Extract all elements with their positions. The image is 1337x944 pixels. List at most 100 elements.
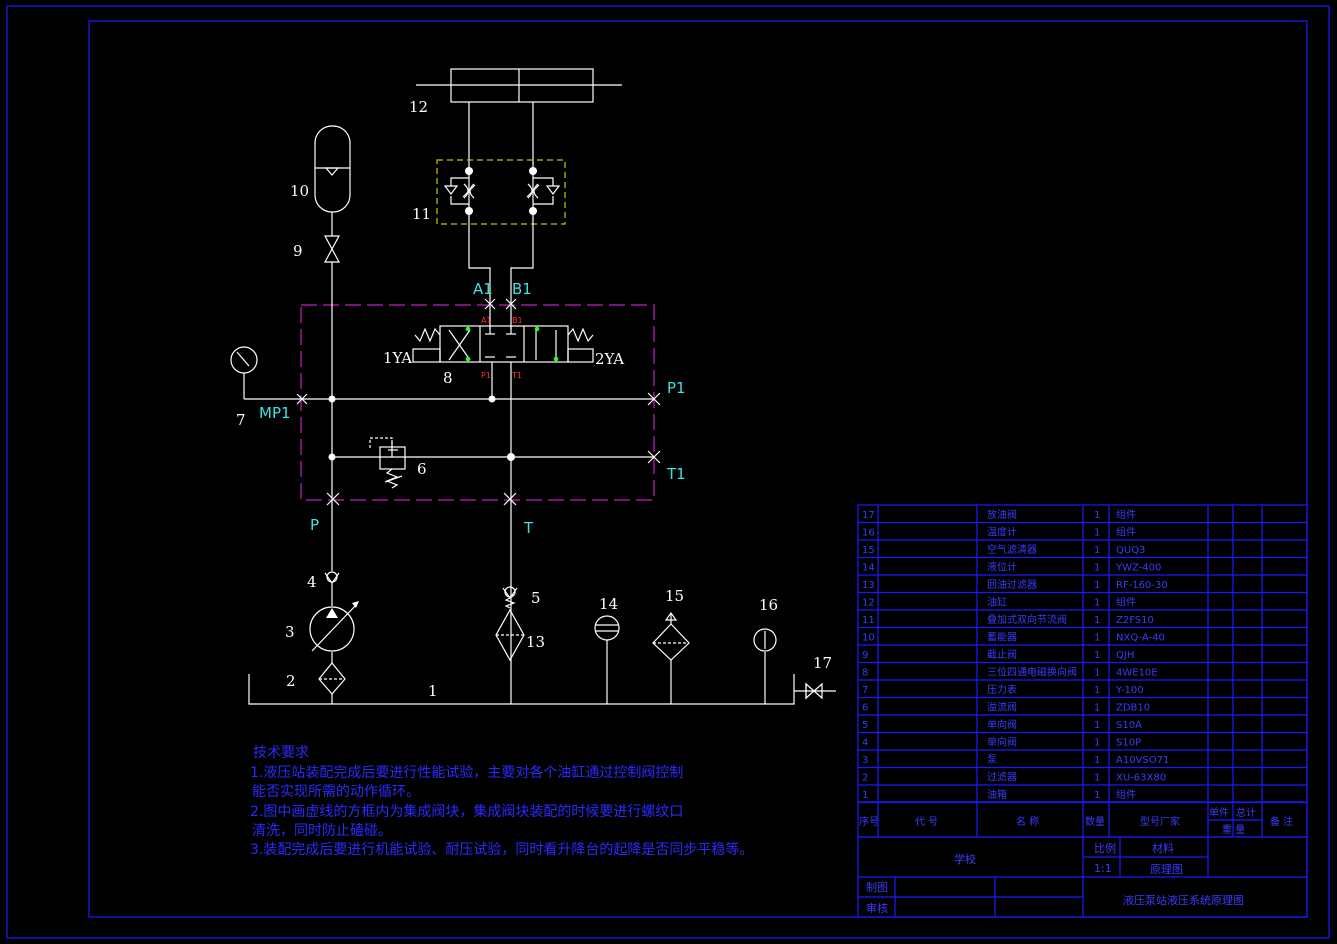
label-8: 8 — [443, 369, 453, 387]
technical-notes: 技术要求 1.液压站装配完成后要进行性能试验，主要对各个油缸通过控制阀控制 能否… — [250, 745, 753, 858]
label-12: 12 — [409, 98, 428, 116]
relief-valve-6 — [369, 437, 406, 489]
return-filter-13 — [495, 608, 525, 662]
bom-row-qty: 1 — [1094, 790, 1100, 801]
bom-row-no: 1 — [862, 790, 868, 801]
bom-row-no: 8 — [862, 668, 868, 679]
bom-row-spec: Z2FS10 — [1116, 615, 1154, 626]
bom-header-no: 序号 — [859, 815, 879, 828]
port-t: T — [523, 519, 534, 537]
bom-row-no: 7 — [862, 685, 868, 696]
label-5: 5 — [531, 589, 541, 607]
label-7: 7 — [236, 411, 246, 429]
port-b1: B1 — [512, 280, 532, 298]
inner-frame — [88, 20, 1308, 918]
bom-row-no: 17 — [862, 510, 875, 521]
bom-row-qty: 1 — [1094, 720, 1100, 731]
solenoid-2ya: 2YA — [595, 350, 624, 368]
directional-valve-8 — [412, 325, 594, 363]
label-15: 15 — [665, 587, 684, 605]
bom-row-name: 放油阀 — [987, 508, 1017, 521]
label-16: 16 — [759, 596, 778, 614]
bom-row-spec: 4WE10E — [1116, 668, 1158, 679]
bom-row-spec: QJH — [1116, 650, 1134, 661]
drawn-by-label: 制图 — [866, 881, 888, 894]
school-name: 学校 — [954, 852, 976, 866]
bom-row-name: 泵 — [987, 754, 997, 766]
notes-line-4: 清洗，同时防止磕碰。 — [252, 823, 392, 839]
bom-row-qty: 1 — [1094, 598, 1100, 609]
pressure-gauge-7 — [230, 346, 258, 374]
label-4: 4 — [307, 573, 317, 591]
valve-port-p1: P1 — [481, 371, 491, 380]
title-block: 学校 比例 材料 1:1 原理图 制图 审核 液压泵站液压系统原理图 — [857, 836, 1308, 918]
bom-row-no: 6 — [862, 703, 868, 714]
bom-row-spec: ZDB10 — [1116, 703, 1150, 714]
bom-header: 序号 代 号 名 称 数量 型号厂家 单件 总计 重 量 备 注 — [859, 806, 1293, 836]
bom-row-name: 液位计 — [987, 561, 1017, 574]
label-13: 13 — [526, 633, 545, 651]
valve-port-b1: B1 — [512, 316, 523, 325]
bom-row-name: 压力表 — [987, 683, 1017, 696]
bom-row-no: 13 — [862, 580, 875, 591]
bom-header-maker: 型号厂家 — [1140, 815, 1180, 828]
bom-header-name: 名 称 — [1016, 815, 1039, 828]
level-gauge-14 — [594, 615, 620, 641]
drawing-type: 原理图 — [1150, 863, 1183, 876]
hydraulic-cylinder-12 — [416, 68, 622, 170]
port-p1: P1 — [667, 379, 686, 397]
bom-header-remark: 备 注 — [1270, 815, 1293, 828]
bom-row-qty: 1 — [1094, 668, 1100, 679]
bom-row-qty: 1 — [1094, 650, 1100, 661]
bom-row-qty: 1 — [1094, 580, 1100, 591]
bom-row-no: 10 — [862, 633, 875, 644]
outer-frame — [6, 5, 1330, 939]
bom-row-spec: S10P — [1116, 738, 1141, 749]
check-valve-4 — [324, 571, 340, 585]
bom-header-unit: 单件 — [1209, 807, 1229, 819]
port-mp1: MP1 — [259, 404, 291, 422]
drawing-title: 液压泵站液压系统原理图 — [1123, 893, 1244, 907]
bom-row-no: 12 — [862, 598, 875, 609]
bom-row-name: 回油过滤器 — [987, 578, 1037, 591]
valve-port-a1: A1 — [481, 316, 492, 325]
valve-port-t1: T1 — [511, 371, 522, 380]
label-14: 14 — [599, 595, 618, 613]
manifold-block-boundary — [300, 304, 655, 501]
bom-row-qty: 1 — [1094, 755, 1100, 766]
bom-row-no: 9 — [862, 650, 868, 661]
port-crosses — [296, 298, 661, 506]
bom-row-spec: 组件 — [1116, 788, 1136, 801]
bom-row-qty: 1 — [1094, 633, 1100, 644]
notes-line-2: 能否实现所需的动作循环。 — [252, 784, 420, 800]
bom-row-no: 5 — [862, 720, 868, 731]
bom-row-no: 14 — [862, 563, 875, 574]
suction-filter-2 — [318, 662, 346, 695]
bom-row-no: 11 — [862, 615, 875, 626]
bom-row-name: 蓄能器 — [987, 631, 1017, 644]
solenoid-1ya: 1YA — [383, 349, 412, 367]
bom-row-spec: YWZ-400 — [1115, 563, 1161, 574]
bom-row-spec: RF-160-30 — [1116, 580, 1168, 591]
double-throttle-valve-11 — [436, 159, 566, 330]
stop-valve-9 — [323, 235, 341, 263]
pump-3 — [309, 601, 359, 652]
bom-row-spec: XU-63X80 — [1116, 773, 1166, 784]
bom-row-spec: S10A — [1116, 720, 1142, 731]
check-valve-5 — [502, 586, 518, 609]
bom-row-no: 16 — [862, 528, 875, 539]
bom-row-spec: QUQ3 — [1116, 545, 1145, 556]
bom-row-name: 单向阀 — [987, 718, 1017, 731]
bom-row-name: 温度计 — [987, 526, 1017, 539]
material-label: 材料 — [1152, 841, 1174, 855]
thermometer-16 — [753, 628, 777, 652]
bom-row-spec: A10VSO71 — [1116, 755, 1169, 766]
bom-row-no: 15 — [862, 545, 875, 556]
bom-header-weight: 重 量 — [1222, 823, 1245, 836]
bom-row-name: 单向阀 — [987, 736, 1017, 749]
checked-by-label: 审核 — [866, 901, 888, 915]
bom-row-qty: 1 — [1094, 563, 1100, 574]
bom-row-no: 3 — [862, 755, 868, 766]
